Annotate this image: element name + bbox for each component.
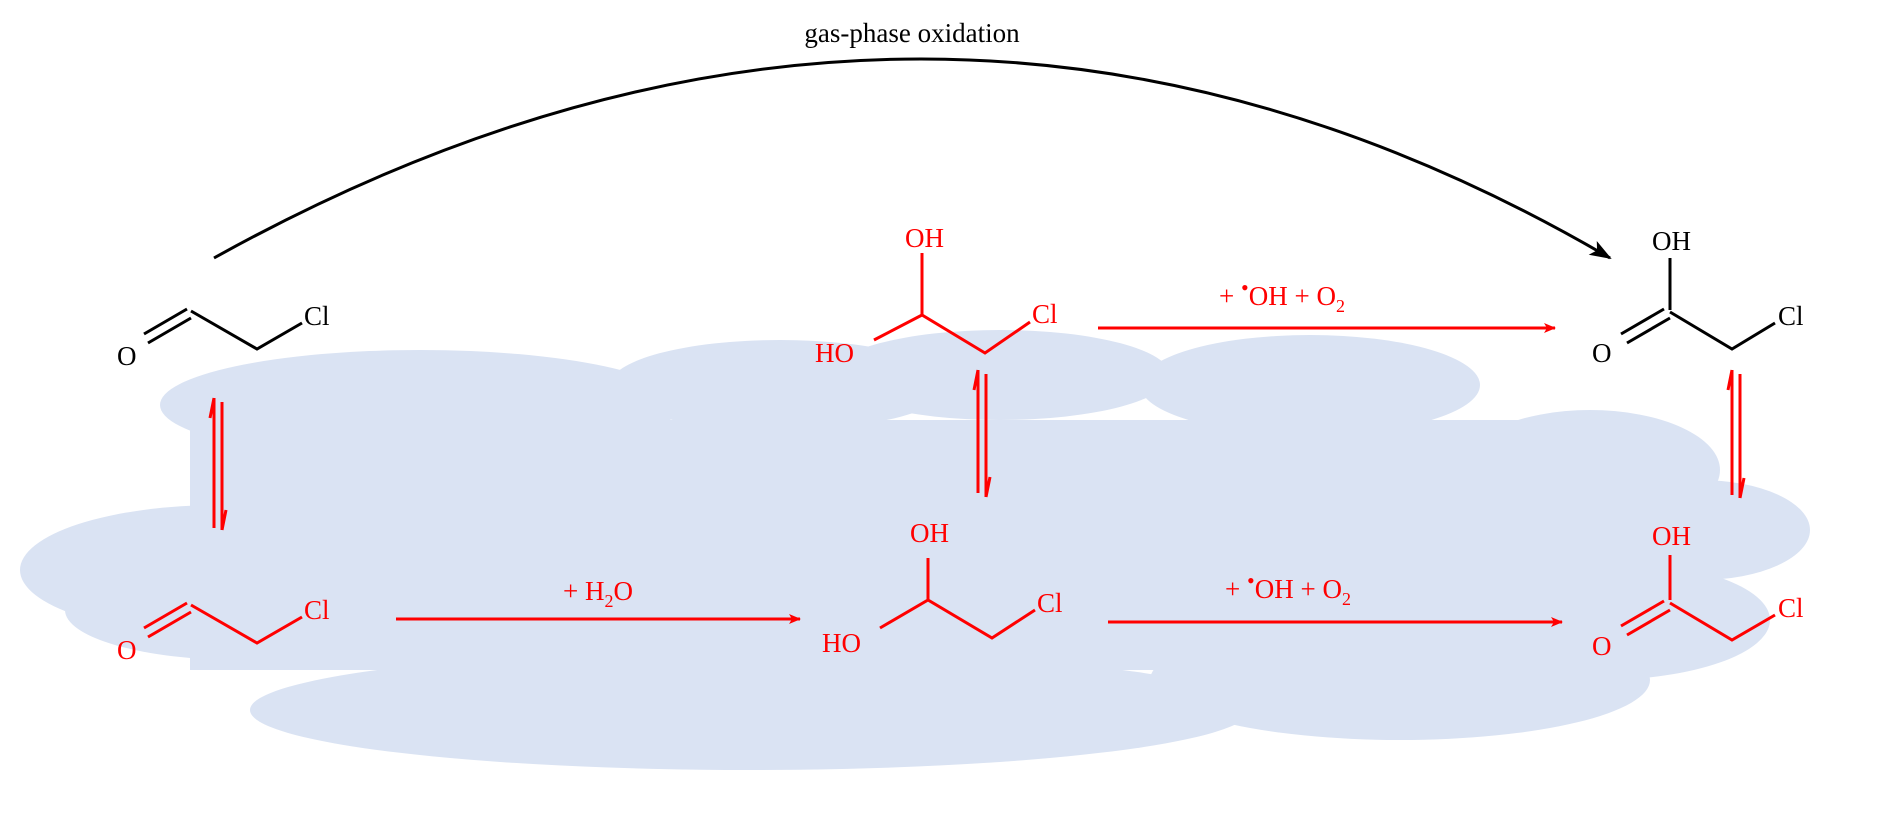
chloroacetaldehyde-aqueous: O Cl bbox=[117, 595, 330, 665]
chloroethanediol-aqueous: OH HO Cl bbox=[822, 518, 1063, 658]
atom-o: O bbox=[1592, 338, 1612, 368]
atom-oh: OH bbox=[1652, 226, 1691, 256]
atom-o: O bbox=[117, 341, 137, 371]
chloroethanediol-gas: OH HO Cl bbox=[815, 223, 1058, 368]
chloroacetic-acid-gas: OH O Cl bbox=[1592, 226, 1804, 368]
atom-ho: HO bbox=[815, 338, 854, 368]
atom-ho: HO bbox=[822, 628, 861, 658]
atom-oh: OH bbox=[1652, 521, 1691, 551]
gas-phase-oxidation-label: gas-phase oxidation bbox=[804, 18, 1020, 48]
cloud-aqueous-phase bbox=[20, 330, 1810, 770]
atom-cl: Cl bbox=[304, 595, 330, 625]
gas-phase-oxidation-arrow bbox=[213, 57, 1612, 260]
atom-cl: Cl bbox=[304, 301, 330, 331]
equilibrium-arrow-aldehyde bbox=[208, 397, 228, 531]
equilibrium-arrow-diol bbox=[972, 369, 992, 498]
hydration-reagent-label: + H2O bbox=[563, 576, 633, 611]
atom-oh: OH bbox=[905, 223, 944, 253]
atom-oh: OH bbox=[910, 518, 949, 548]
atom-o: O bbox=[1592, 631, 1612, 661]
gas-oxidation-reagent-label: + •OH + O2 bbox=[1219, 275, 1345, 316]
atom-cl: Cl bbox=[1778, 301, 1804, 331]
atom-cl: Cl bbox=[1778, 593, 1804, 623]
atom-o: O bbox=[117, 635, 137, 665]
aqueous-oxidation-reagent-label: + •OH + O2 bbox=[1225, 568, 1351, 609]
chloroacetaldehyde-gas: O Cl bbox=[117, 301, 330, 371]
chloroacetic-acid-aqueous: OH O Cl bbox=[1592, 521, 1804, 661]
atom-cl: Cl bbox=[1037, 588, 1063, 618]
equilibrium-arrow-acid bbox=[1726, 369, 1746, 499]
atom-cl: Cl bbox=[1032, 299, 1058, 329]
